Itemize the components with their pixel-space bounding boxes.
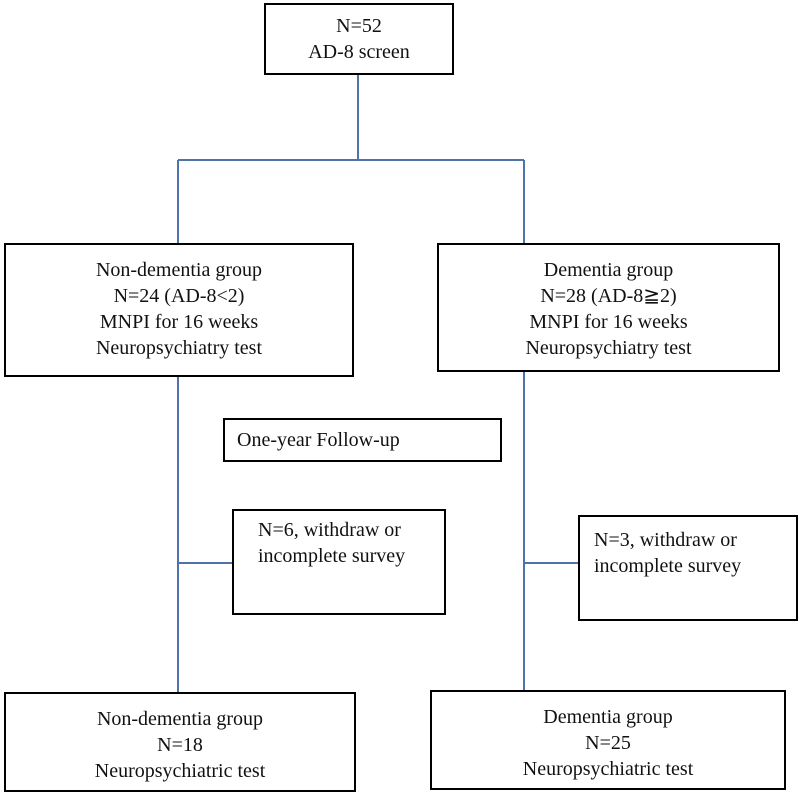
followup-label: One-year Follow-up (237, 429, 400, 451)
withdraw-right-line-2: incomplete survey (594, 555, 742, 577)
non-dementia-final-line-1: Non-dementia group (96, 708, 264, 730)
top-box-line-1: N=52 (336, 15, 382, 37)
top-box: N=52 AD-8 screen (264, 3, 454, 75)
dementia-final-line-1: Dementia group (543, 706, 673, 728)
withdraw-left-line-1: N=6, withdraw or (258, 519, 401, 541)
withdraw-left-box: N=6, withdraw or incomplete survey (232, 509, 446, 615)
non-dementia-line-4: Neuropsychiatry test (95, 337, 263, 359)
non-dementia-box: Non-dementia group N=24 (AD-8<2) MNPI fo… (4, 243, 354, 377)
non-dementia-line-1: Non-dementia group (95, 259, 263, 281)
followup-box: One-year Follow-up (223, 418, 502, 462)
dementia-line-1: Dementia group (543, 259, 674, 281)
dementia-box: Dementia group N=28 (AD-8≧2) MNPI for 16… (437, 243, 780, 372)
dementia-final-line-3: Neuropsychiatric test (522, 758, 694, 780)
dementia-line-2: N=28 (AD-8≧2) (540, 285, 677, 307)
dementia-line-3: MNPI for 16 weeks (529, 311, 688, 333)
top-box-line-2: AD-8 screen (308, 41, 410, 63)
non-dementia-final-line-2: N=18 (157, 734, 203, 756)
dementia-final-line-2: N=25 (585, 732, 631, 754)
non-dementia-final-box: Non-dementia group N=18 Neuropsychiatric… (4, 692, 356, 792)
withdraw-right-line-1: N=3, withdraw or (594, 529, 737, 551)
non-dementia-line-2: N=24 (AD-8<2) (113, 285, 245, 307)
withdraw-right-box: N=3, withdraw or incomplete survey (578, 515, 798, 621)
dementia-final-box: Dementia group N=25 Neuropsychiatric tes… (430, 690, 786, 790)
withdraw-left-line-2: incomplete survey (258, 545, 406, 567)
non-dementia-final-line-3: Neuropsychiatric test (94, 760, 266, 782)
non-dementia-line-3: MNPI for 16 weeks (99, 311, 259, 333)
dementia-line-4: Neuropsychiatry test (525, 337, 692, 359)
